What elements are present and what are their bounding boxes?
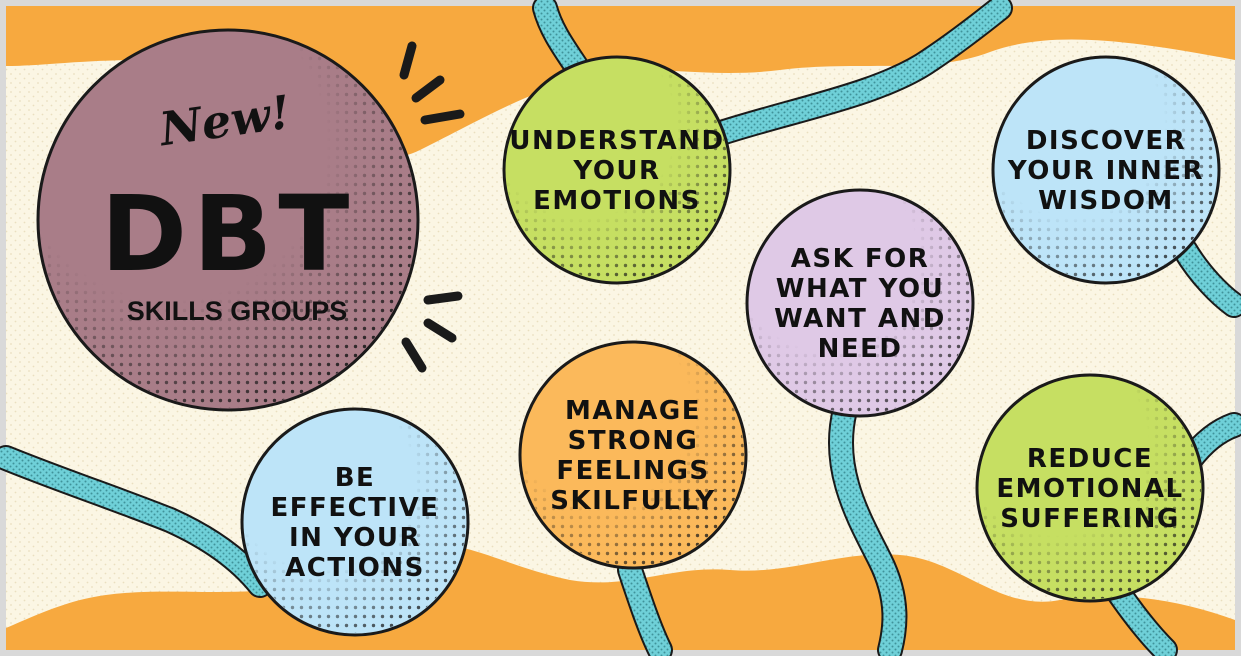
bubble-text-line: DISCOVER — [1026, 126, 1186, 156]
bubble-text-line: WANT AND — [774, 304, 946, 334]
bubble-text-line: UNDERSTAND — [509, 126, 724, 156]
bubble-text-line: FEELINGS — [556, 456, 709, 486]
bubble-shading — [995, 59, 1217, 281]
bubble-text-line: REDUCE — [1027, 444, 1153, 474]
bubble-text-line: NEED — [818, 334, 903, 364]
bubble-text-line: YOUR — [572, 156, 660, 186]
bubble-text-line: EMOTIONAL — [996, 474, 1183, 504]
bubble-shading — [749, 192, 971, 414]
bubble-text-line: SUFFERING — [1000, 504, 1179, 534]
bubble-text-line: WISDOM — [1038, 186, 1174, 216]
bubble-text-line: SKILFULLY — [550, 486, 715, 516]
bubble-text-line: YOUR INNER — [1007, 156, 1204, 186]
title-circle: New! DBT SKILLS GROUPS — [36, 28, 420, 412]
title-subtitle: SKILLS GROUPS — [127, 296, 348, 326]
bubble-text-line: ACTIONS — [285, 553, 425, 583]
bubble-shading — [244, 411, 466, 633]
bubble-text-line: MANAGE — [565, 396, 701, 426]
bubble-shading — [522, 344, 744, 566]
burst-lines — [399, 41, 465, 373]
bubble-text-line: IN YOUR — [289, 523, 421, 553]
bubble-text-line: ASK FOR — [791, 244, 929, 274]
bubble-text-line: STRONG — [568, 426, 699, 456]
bubble-shading — [506, 59, 728, 281]
bubble-text-line: EMOTIONS — [533, 186, 701, 216]
bubble-text-line: EFFECTIVE — [271, 493, 440, 523]
title-dbt: DBT — [101, 173, 356, 295]
bubble-text-line: BE — [335, 463, 376, 493]
bubble-shading — [979, 377, 1201, 599]
bubble-text-line: WHAT YOU — [776, 274, 944, 304]
